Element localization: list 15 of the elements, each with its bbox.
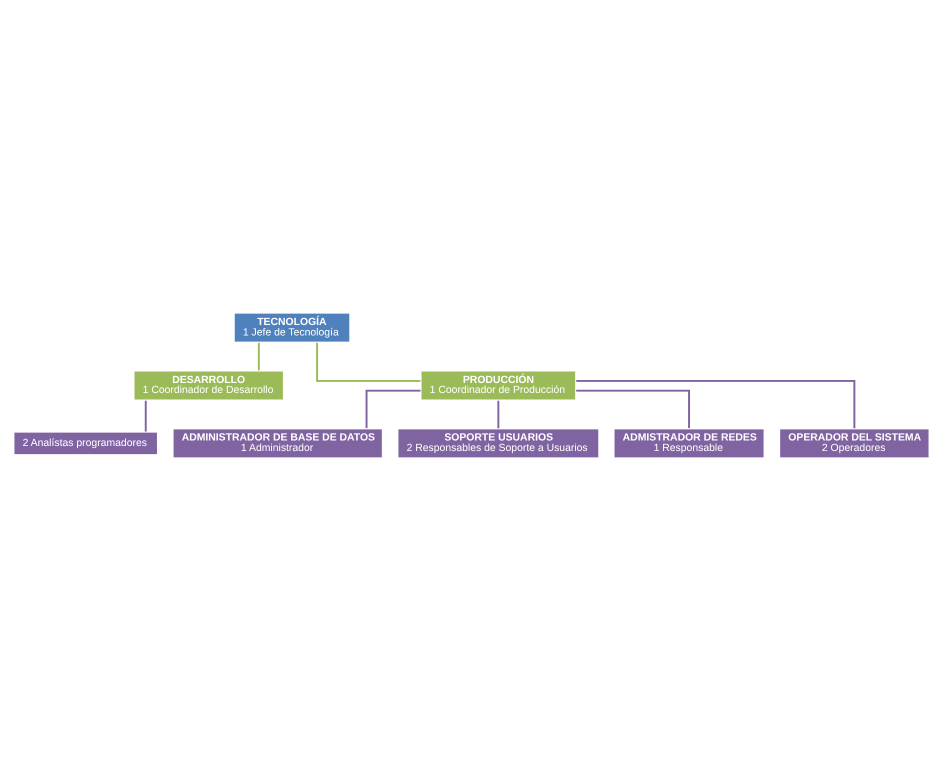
node-box: ADMISTRADOR DE REDES 1 Responsable [612,426,766,459]
node-box: OPERADOR DEL SISTEMA 2 Operadores [778,426,931,459]
connector [316,342,420,382]
connector [576,379,856,428]
connector [144,400,147,432]
node-box: ADMINISTRADOR DE BASE DE DATOS 1 Administrador [172,426,384,459]
connector [366,389,421,428]
connector [497,400,500,428]
connector [576,389,690,428]
connector [258,342,260,370]
node-box: DESARROLLO 1 Coordinador de Desarrollo [132,369,285,401]
node-box: 2 Analístas programadores [12,430,159,456]
node-box: TECNOLOGÍA 1 Jefe de Tecnología [232,311,352,344]
node-box: SOPORTE USUARIOS 2 Responsables de Soporte a Usuarios [396,426,600,459]
node-box: PRODUCCIÓN 1 Coordinador de Producción [420,369,578,401]
